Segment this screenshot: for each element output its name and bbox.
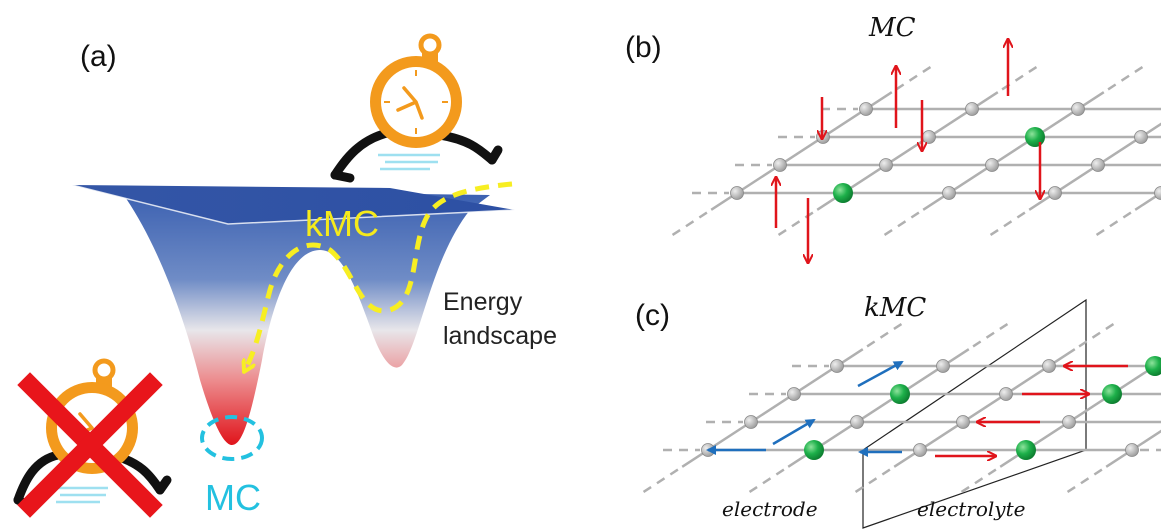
lattice-site (999, 387, 1013, 401)
lattice-site (859, 102, 873, 116)
lattice-site (773, 158, 787, 172)
lattice-site (1071, 102, 1085, 116)
panel-a-label: (a) (80, 40, 117, 73)
crossed-stopwatch-icon (13, 358, 172, 518)
lattice-dash (1078, 320, 1119, 348)
particle (1016, 440, 1036, 460)
energy-landscape-label-line1: Energy (443, 288, 523, 316)
lattice-site (1062, 415, 1076, 429)
lattice-site (730, 186, 744, 200)
electrolyte-label: electrolyte (917, 497, 1025, 521)
kmc-trajectory-arrow (245, 181, 513, 370)
lattice-site (850, 415, 864, 429)
lattice-site (879, 158, 893, 172)
lattice-dash (879, 211, 920, 239)
particle (804, 440, 824, 460)
lattice-dash (744, 468, 785, 496)
lattice-site (1125, 443, 1139, 457)
electrode-label: electrode (722, 497, 818, 521)
lattice-dash (1107, 63, 1148, 91)
panel-b-title: MC (868, 13, 916, 43)
lattice-site (830, 359, 844, 373)
particle (1025, 127, 1045, 147)
lattice-dash (985, 211, 1026, 239)
running-stopwatch-icon (330, 33, 503, 183)
lattice-dash (667, 211, 708, 239)
mc-minimum-circle (200, 415, 264, 461)
lattice-site (965, 102, 979, 116)
lattice-site (1091, 158, 1105, 172)
panel-b: (b) MC (625, 13, 1161, 262)
lattice-dash (972, 320, 1013, 348)
panel-c-label: (c) (635, 299, 670, 332)
lattice-site (1048, 186, 1062, 200)
lattice-site (922, 130, 936, 144)
panel-a: (a) kMC MC Energy landscape (13, 33, 557, 518)
panel-c-title: kMC (864, 293, 926, 323)
lattice-dash (1062, 468, 1103, 496)
lattice-site (744, 415, 758, 429)
hop-arrow (857, 360, 904, 388)
lattice-dash (1091, 211, 1132, 239)
energy-plane-top (72, 185, 515, 224)
energy-landscape (71, 184, 516, 445)
hop-arrow (772, 418, 816, 446)
lattice-dash (895, 63, 936, 91)
energy-plane-edge (71, 184, 516, 225)
lattice-site (787, 387, 801, 401)
mc-lattice (667, 40, 1161, 262)
particle (890, 384, 910, 404)
particle (1145, 356, 1161, 376)
energy-landscape-label-line2: landscape (443, 322, 557, 350)
lattice-site (913, 443, 927, 457)
lattice-site (1134, 130, 1148, 144)
lattice-dash (866, 320, 907, 348)
panel-c: (c) kMC electrode electrolyte (635, 293, 1161, 529)
lattice-dash (638, 468, 679, 496)
lattice-site (956, 415, 970, 429)
particle (1102, 384, 1122, 404)
panel-b-label: (b) (625, 31, 662, 64)
lattice-site (936, 359, 950, 373)
energy-well-surface (120, 190, 490, 445)
lattice-site (942, 186, 956, 200)
kmc-lattice (638, 298, 1161, 529)
kmc-path-label: kMC (305, 203, 379, 244)
particle (833, 183, 853, 203)
lattice-site (1154, 186, 1161, 200)
mc-minimum-label: MC (205, 477, 261, 518)
lattice-dash (773, 211, 814, 239)
lattice-site (985, 158, 999, 172)
lattice-dash (956, 468, 997, 496)
lattice-site (1042, 359, 1056, 373)
lattice-dash (850, 468, 891, 496)
